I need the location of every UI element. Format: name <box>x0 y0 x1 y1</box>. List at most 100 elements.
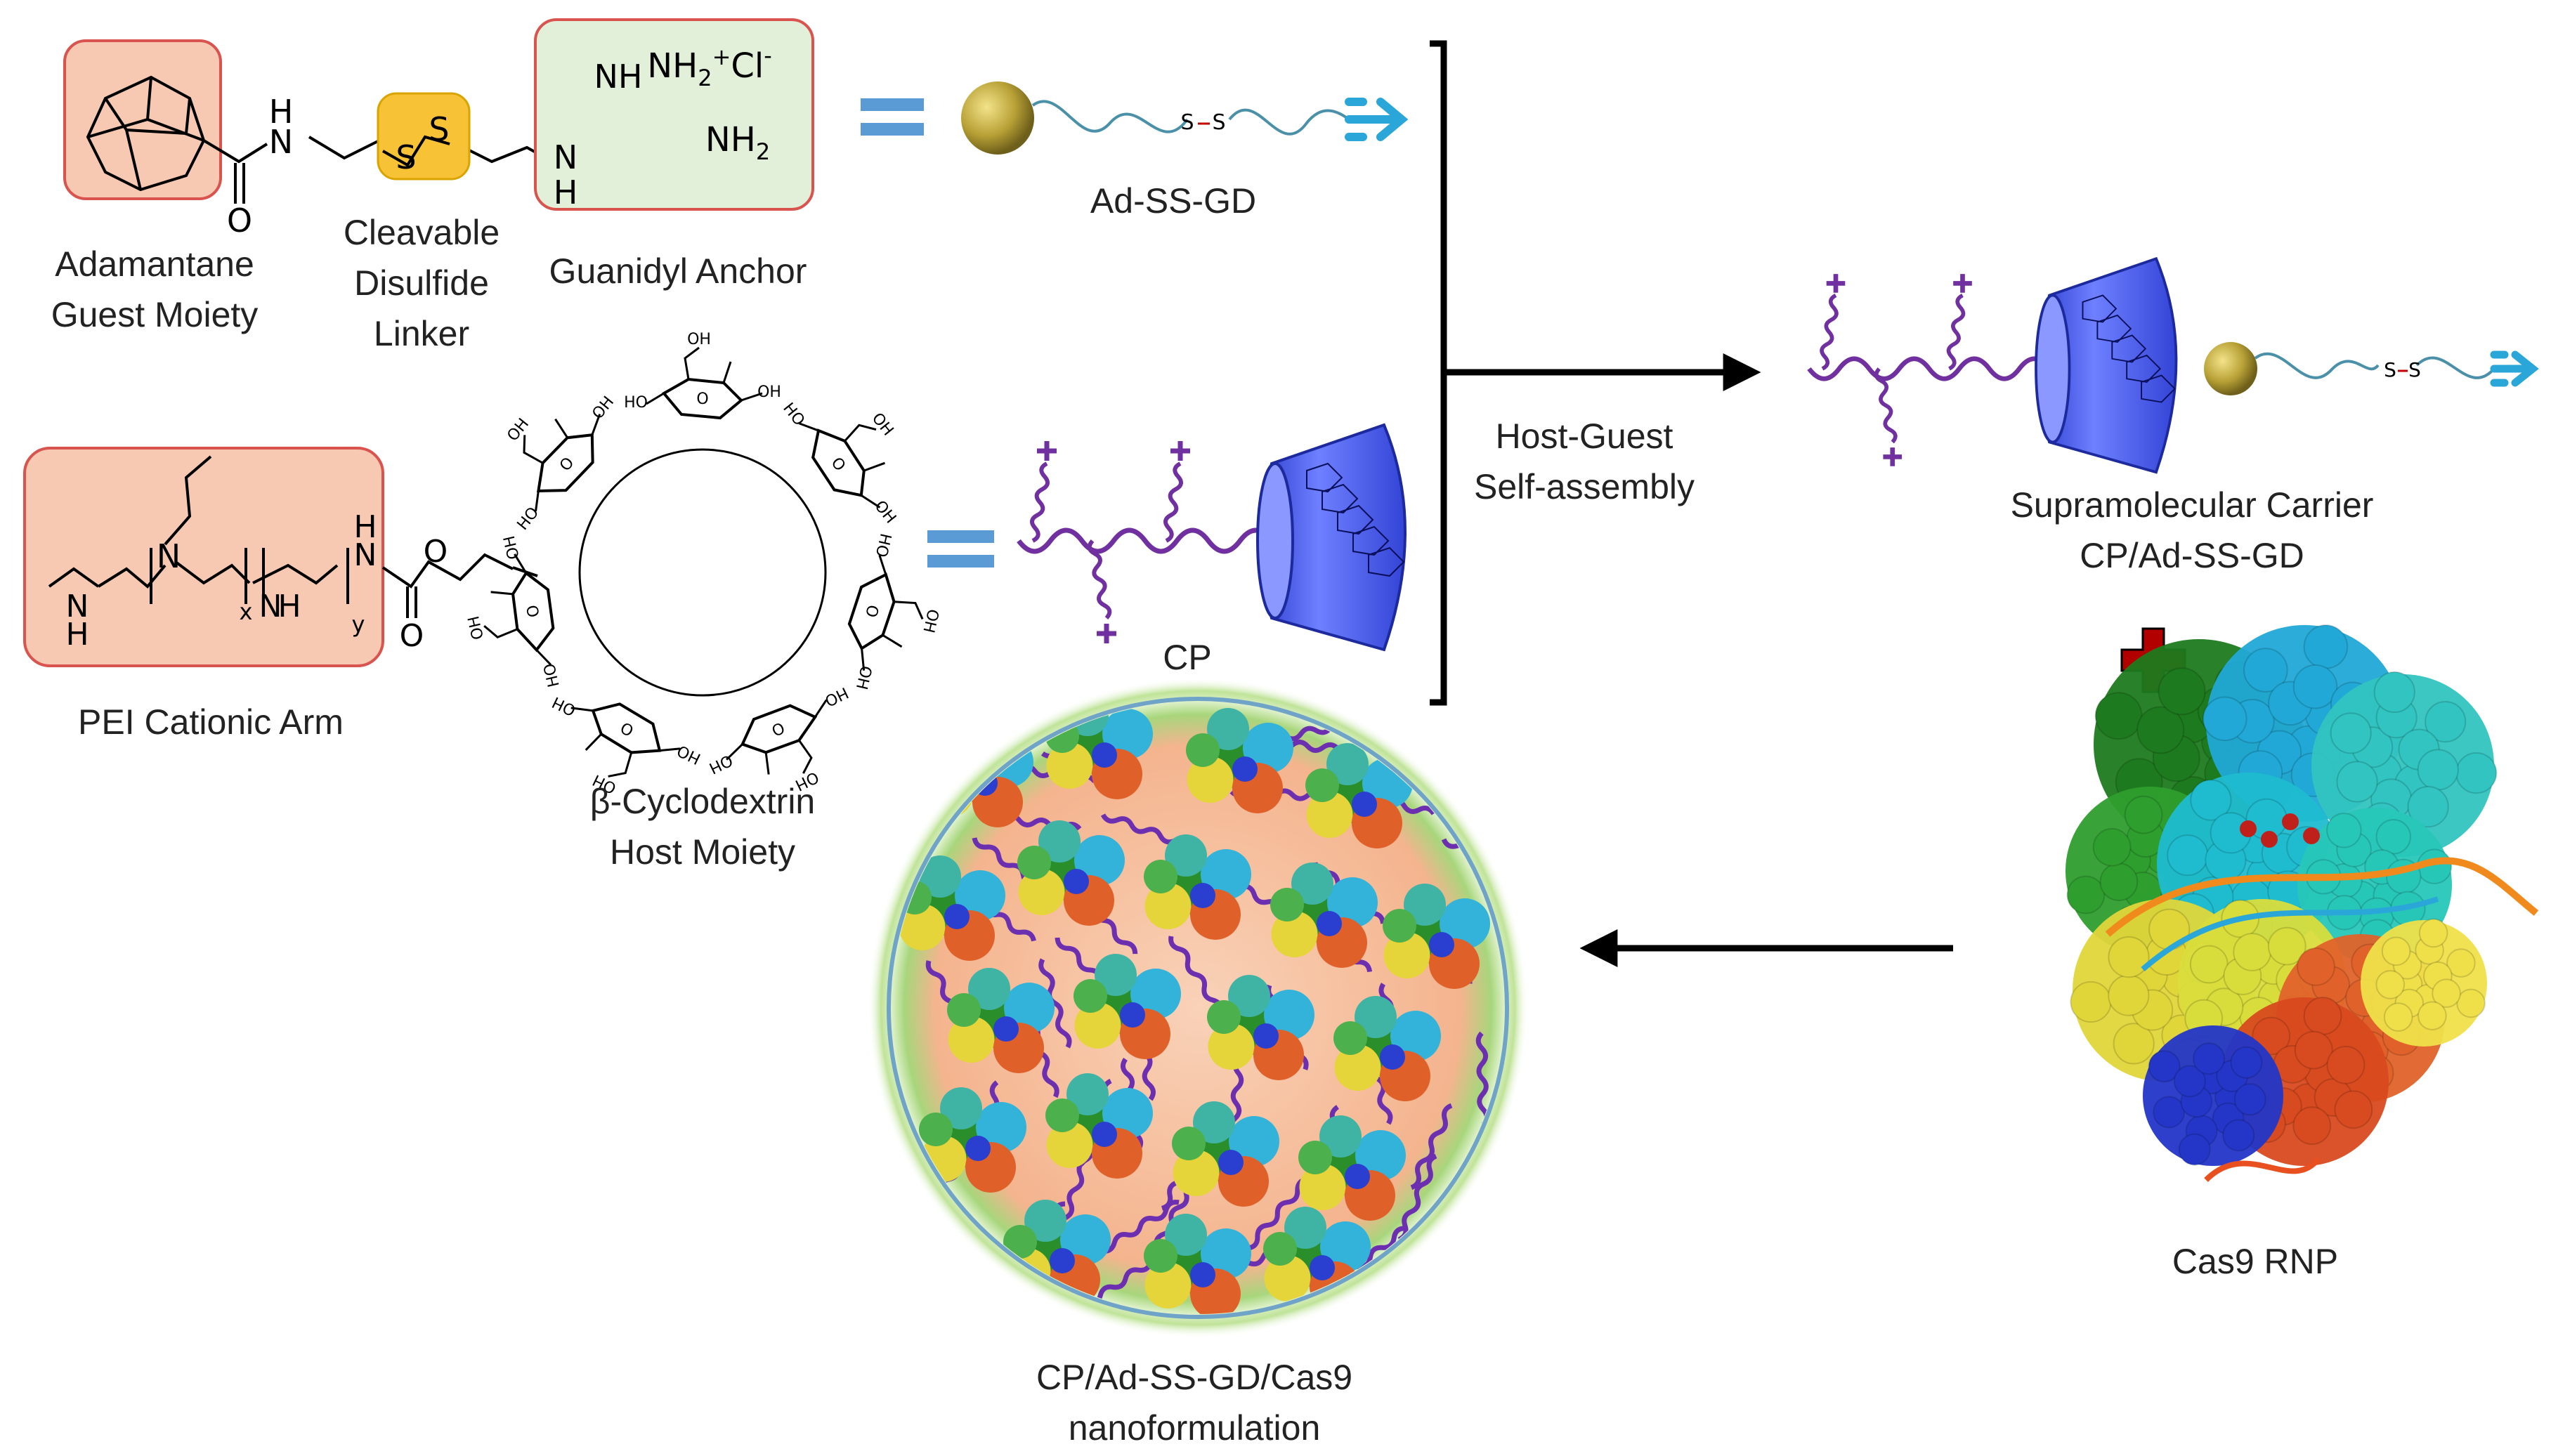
cone-glucose-sketch <box>2126 354 2162 383</box>
cationic-side-arm <box>1030 461 1050 543</box>
atom-sphere <box>2330 712 2372 754</box>
oxygen-label: O <box>828 454 849 475</box>
cone-glucose-sketch <box>1322 483 1359 514</box>
atom-sphere <box>2303 624 2349 669</box>
cationic-side-arm <box>1946 293 1966 371</box>
carbamate-o-carbonyl: O <box>400 618 424 654</box>
hydroxyl-label: HO <box>624 394 648 412</box>
atom-sphere <box>2267 926 2306 966</box>
atom-sphere <box>2178 1133 2211 1166</box>
pei-subscript-y: y <box>352 611 365 638</box>
carrier-chain <box>1475 1031 1489 1127</box>
cation-sphere <box>2261 831 2278 848</box>
carrier-chain <box>1410 1103 1453 1191</box>
atom-sphere <box>2292 1106 2332 1146</box>
atom-sphere <box>2070 980 2112 1023</box>
cone-glucose-sketch <box>2141 374 2176 403</box>
rna-tail <box>2204 1157 2321 1182</box>
hydroxyl-label: HO <box>541 662 563 689</box>
hydroxyl-label: OH <box>501 534 523 561</box>
carrier-chain <box>1168 936 1224 1014</box>
cone-opening <box>2035 294 2071 444</box>
cp-unit <box>1807 256 2178 474</box>
equals-sign-bottom <box>927 530 994 568</box>
merge-bracket <box>1430 40 1447 706</box>
atom-sphere <box>2381 936 2411 966</box>
hydroxyl-label: OH <box>504 415 533 445</box>
hydroxyl-label: OH <box>465 614 488 641</box>
carrier-chain <box>1397 1153 1437 1242</box>
atom-sphere <box>2222 1119 2255 1152</box>
atom-sphere <box>2297 947 2335 986</box>
pei-tertiary-n: N <box>157 537 181 575</box>
oxygen-label: O <box>556 454 577 475</box>
amide-h: H <box>269 93 294 131</box>
hydroxyl-label: OH <box>687 331 711 348</box>
label-ad-ss-gd: Ad-SS-GD <box>1090 181 1257 221</box>
cd-carbamate-bond <box>512 566 538 577</box>
atom-sphere <box>2148 1050 2181 1083</box>
atom-sphere <box>2417 749 2459 791</box>
atom-sphere <box>2383 1002 2413 1032</box>
label-guanidyl: Guanidyl Anchor <box>549 251 807 291</box>
atom-sphere <box>2303 997 2342 1035</box>
carrier-sulfur-2: S <box>2408 358 2421 381</box>
adamantane-bead-bound <box>2204 342 2257 395</box>
carrier-chain <box>1038 958 1072 1049</box>
chain-s1: S <box>1180 110 1194 135</box>
pei-subscript-x: x <box>240 598 253 625</box>
adamantane-structure <box>86 75 206 192</box>
atom-sphere <box>2233 1083 2266 1116</box>
atom-sphere <box>2375 819 2412 855</box>
disulfide-bond <box>382 135 450 167</box>
atom-sphere <box>2167 834 2209 877</box>
cone-glucose-sketch <box>1368 546 1405 577</box>
cone-glucose-sketch <box>1352 525 1390 556</box>
atom-sphere <box>2230 1046 2263 1079</box>
oxygen-label: O <box>618 718 637 739</box>
atom-sphere <box>2233 933 2272 971</box>
carrier-chain <box>1247 1176 1308 1251</box>
cationic-side-arm <box>1874 367 1898 444</box>
atom-sphere <box>2334 1090 2373 1129</box>
carbamate-o-ester: O <box>424 534 448 570</box>
link-h: H <box>554 173 578 211</box>
atom-sphere <box>2193 1042 2226 1075</box>
cone-glucose-sketch <box>2082 294 2117 323</box>
link-n: N <box>554 138 577 176</box>
hydroxyl-label: OH <box>852 664 875 691</box>
glucose-hexagon <box>537 433 594 493</box>
adamantane-bead <box>961 81 1034 155</box>
atom-sphere <box>2425 701 2467 743</box>
cas9-rnp-structure <box>2066 624 2539 1182</box>
positive-charge-icon <box>1883 447 1903 466</box>
cation-sphere <box>2282 813 2299 830</box>
pei-nh-h: H <box>65 617 89 652</box>
pei-box <box>23 447 384 667</box>
atom-sphere <box>2456 988 2486 1018</box>
pei-nh-n: N <box>66 589 89 624</box>
atom-sphere <box>2326 813 2362 848</box>
chain-s2: S <box>1212 110 1225 135</box>
atom-sphere <box>2417 1001 2447 1030</box>
carrier-chain <box>892 1224 937 1272</box>
sulfur-2: S <box>429 110 449 148</box>
glucose-substituents <box>570 707 681 778</box>
carrier-linker-wave <box>2254 352 2495 379</box>
positive-charge-icon <box>1170 441 1190 461</box>
glucose-hexagon <box>847 572 896 651</box>
cp-cartoon <box>1017 423 1407 652</box>
atom-sphere <box>2336 761 2378 803</box>
hydroxyl-label: OH <box>868 409 897 439</box>
glucose-substituents <box>483 553 552 666</box>
amide-n: N <box>269 123 293 161</box>
guanidyl-box <box>534 18 814 211</box>
carrier-sulfur-1: S <box>2384 358 2396 381</box>
hydroxyl-label: OH <box>870 497 899 527</box>
